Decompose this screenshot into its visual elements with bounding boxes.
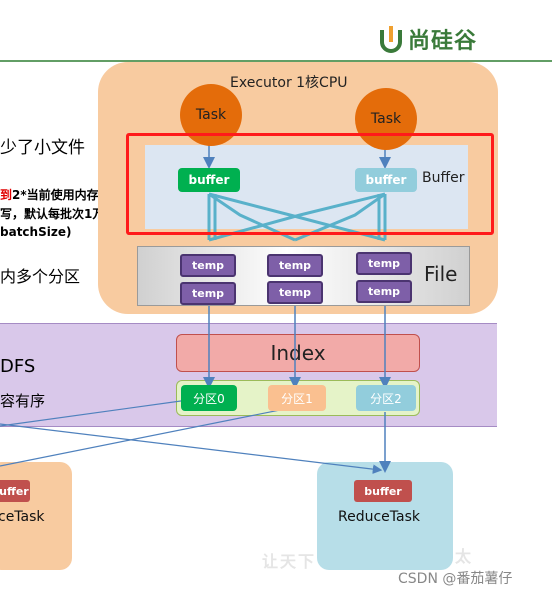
reduce-left-label: ceTask: [0, 509, 45, 525]
task-node-2: Task: [355, 88, 417, 150]
left-text-line2-rest: 2*当前使用内存: [12, 188, 99, 202]
buffer-spill-lines: [207, 192, 387, 242]
left-text-line2: 到2*当前使用内存: [0, 186, 99, 203]
logo-text: 尚硅谷: [408, 29, 478, 54]
header-divider: [0, 60, 552, 62]
buffer-block-1: buffer: [178, 168, 240, 192]
buffer-block-2: buffer: [355, 168, 417, 192]
temp-block: temp: [180, 282, 236, 305]
left-text-line5: 内多个分区: [0, 267, 81, 286]
arrow-part1-left: [0, 405, 301, 467]
partition-0: 分区0: [181, 385, 237, 411]
reduce-left-buffer: buffer: [0, 480, 30, 502]
logo: 尚硅谷: [378, 22, 548, 56]
temp-block: temp: [356, 280, 412, 303]
left-text-line6: DFS: [0, 356, 36, 377]
left-text-line2-red: 到: [0, 188, 13, 202]
temp-block: temp: [267, 281, 323, 304]
temp-block: temp: [356, 252, 412, 275]
buffer-highlight-box: [126, 133, 494, 235]
left-text-line3: 写，默认每批次1万条: [0, 207, 117, 221]
watermark-2: 太: [455, 547, 472, 566]
buffer-label: Buffer: [422, 170, 465, 186]
partition-1: 分区1: [268, 385, 326, 411]
left-text-line4: batchSize): [0, 225, 72, 239]
partition-2: 分区2: [356, 385, 416, 411]
csdn-credit: CSDN @番茄薯仔: [398, 571, 513, 587]
arrow-part0-left: [0, 399, 189, 427]
arrow-left-reduce-right: [0, 423, 383, 474]
temp-block: temp: [267, 254, 323, 277]
reduce-right-buffer: buffer: [354, 480, 412, 502]
temp-block: temp: [180, 254, 236, 277]
file-label: File: [424, 262, 458, 286]
watermark: 让天下: [262, 552, 317, 571]
left-text-line1: 少了小文件: [0, 138, 85, 158]
left-text-line7: 容有序: [0, 392, 46, 410]
executor-label: Executor 1核CPU: [230, 75, 348, 91]
reduce-right-label: ReduceTask: [338, 509, 420, 525]
index-box: Index: [176, 334, 420, 372]
logo-icon: [380, 26, 402, 53]
